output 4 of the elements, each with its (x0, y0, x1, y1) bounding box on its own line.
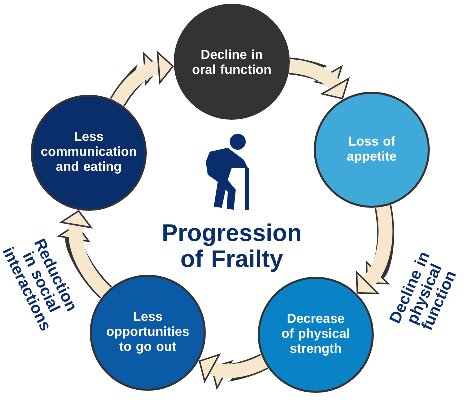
title-text: Progression of Frailty (164, 224, 301, 272)
block-arrow (57, 210, 112, 299)
block-arrow (289, 58, 350, 100)
block-arrow (356, 206, 394, 295)
